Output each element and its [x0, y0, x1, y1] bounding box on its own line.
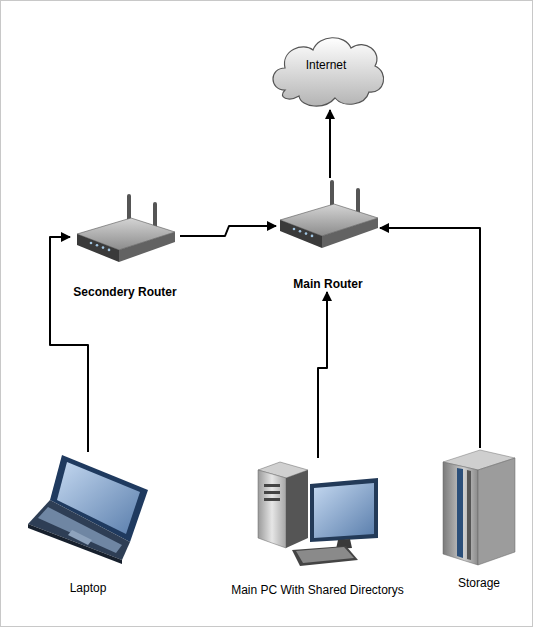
- node-label: Main Router: [256, 277, 400, 291]
- icon-part: [102, 246, 105, 249]
- icon-part: [305, 232, 308, 235]
- pc-icon: [250, 458, 385, 570]
- storage-icon: [440, 448, 518, 568]
- icon-part: [296, 547, 354, 563]
- laptop-icon: [26, 452, 150, 567]
- laptop-node: Laptop: [26, 452, 150, 597]
- node-label: Laptop: [6, 581, 170, 595]
- node-label: Storage: [420, 576, 533, 590]
- icon-part: [77, 234, 119, 262]
- cloud-node: Internet: [265, 28, 387, 110]
- icon-part: [264, 498, 280, 501]
- arrow-connector: [380, 228, 480, 448]
- icon-part: [314, 483, 374, 538]
- icon-part: [90, 242, 93, 245]
- router-node: Main Router: [276, 178, 380, 292]
- icon-part: [467, 470, 471, 560]
- router-node: Secondery Router: [70, 192, 180, 300]
- icon-part: [478, 458, 515, 565]
- icon-part: [322, 218, 378, 248]
- icon-part: [108, 249, 111, 252]
- storage-node: Storage: [440, 448, 518, 593]
- icon-part: [258, 470, 286, 548]
- icon-part: [299, 230, 302, 233]
- icon-part: [286, 470, 308, 548]
- node-label: Internet: [245, 58, 407, 72]
- arrow-connector: [50, 237, 88, 452]
- arrow-connector: [180, 226, 276, 236]
- icon-part: [292, 546, 358, 566]
- node-label: Main PC With Shared Directorys: [230, 583, 405, 597]
- icon-part: [264, 491, 280, 494]
- icon-part: [457, 468, 463, 558]
- icon-part: [96, 244, 99, 247]
- icon-part: [280, 220, 322, 248]
- icon-part: [28, 524, 122, 564]
- icon-part: [443, 462, 478, 565]
- icon-part: [310, 478, 378, 542]
- icon-part: [293, 228, 296, 231]
- node-label: Secondery Router: [50, 285, 200, 299]
- icon-part: [119, 232, 175, 262]
- router-icon: [276, 178, 380, 258]
- arrow-connector: [329, 110, 331, 178]
- router-icon: [73, 192, 177, 272]
- pc-node: Main PC With Shared Directorys: [250, 458, 385, 618]
- icon-part: [311, 235, 314, 238]
- arrow-connector: [318, 292, 327, 458]
- icon-part: [264, 484, 280, 487]
